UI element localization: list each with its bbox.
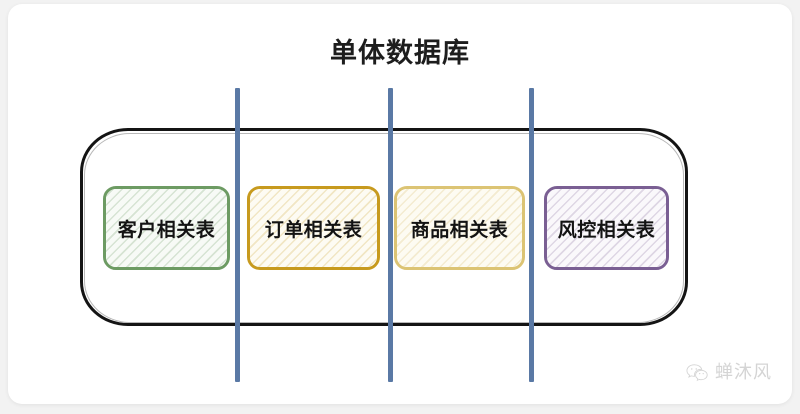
watermark: 蝉沐风 [686,363,772,382]
diagram-canvas: 单体数据库 客户相关表 订单相关表 商品相关表 风控相关表 [8,4,792,404]
divider-line-1 [235,88,240,382]
table-box-riskcontrol: 风控相关表 [544,186,669,270]
table-box-product: 商品相关表 [394,186,525,270]
watermark-text: 蝉沐风 [715,361,772,383]
divider-line-3 [529,88,534,382]
divider-line-2 [388,88,393,382]
wechat-icon [686,364,708,382]
table-box-order: 订单相关表 [247,186,380,270]
table-box-label: 商品相关表 [410,218,509,241]
table-boxes-row: 客户相关表 订单相关表 商品相关表 风控相关表 [8,4,792,404]
table-box-label: 客户相关表 [117,218,216,241]
monolithic-database-container [80,128,688,326]
table-box-label: 风控相关表 [557,218,656,241]
table-box-customer: 客户相关表 [103,186,230,270]
page-title: 单体数据库 [330,38,470,69]
table-box-label: 订单相关表 [264,218,363,241]
